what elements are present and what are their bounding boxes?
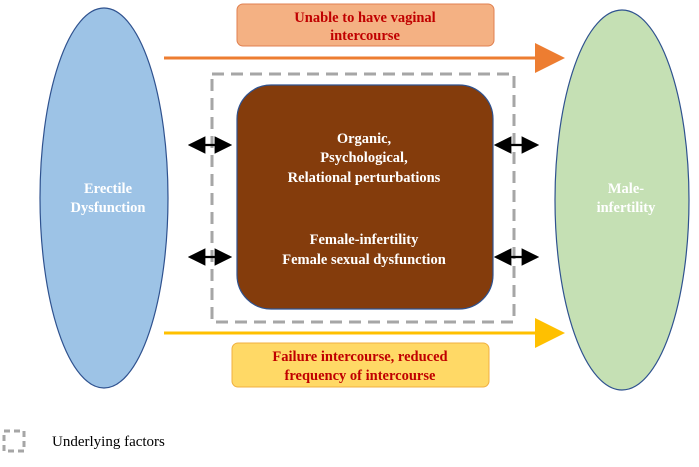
center-factor-organic: Organic, xyxy=(337,131,392,147)
right-node-line2: infertility xyxy=(597,200,657,216)
center-factor-female-sexual-dysfunction: Female sexual dysfunction xyxy=(282,252,446,268)
left-node-line2: Dysfunction xyxy=(71,200,146,216)
bottom-label-box xyxy=(231,342,490,388)
erectile-dysfunction-node xyxy=(39,7,169,389)
top-label-line1: Unable to have vaginal xyxy=(294,10,435,26)
male-infertility-node xyxy=(554,9,690,391)
bottom-label-line1: Failure intercourse, reduced xyxy=(272,349,447,365)
bottom-label-line2: frequency of intercourse xyxy=(285,368,436,384)
right-node-line1: Male- xyxy=(608,181,644,197)
center-factor-relational: Relational perturbations xyxy=(288,170,441,186)
top-label-line2: intercourse xyxy=(330,28,400,44)
legend-dashed-square-icon xyxy=(2,429,26,453)
legend-label: Underlying factors xyxy=(52,434,165,450)
left-node-line1: Erectile xyxy=(84,181,133,197)
center-factor-female-infertility: Female-infertility xyxy=(310,232,419,248)
underlying-factors-region xyxy=(210,72,516,324)
center-factor-psychological: Psychological, xyxy=(320,150,408,166)
center-box xyxy=(236,84,494,310)
top-label-box xyxy=(236,3,495,47)
